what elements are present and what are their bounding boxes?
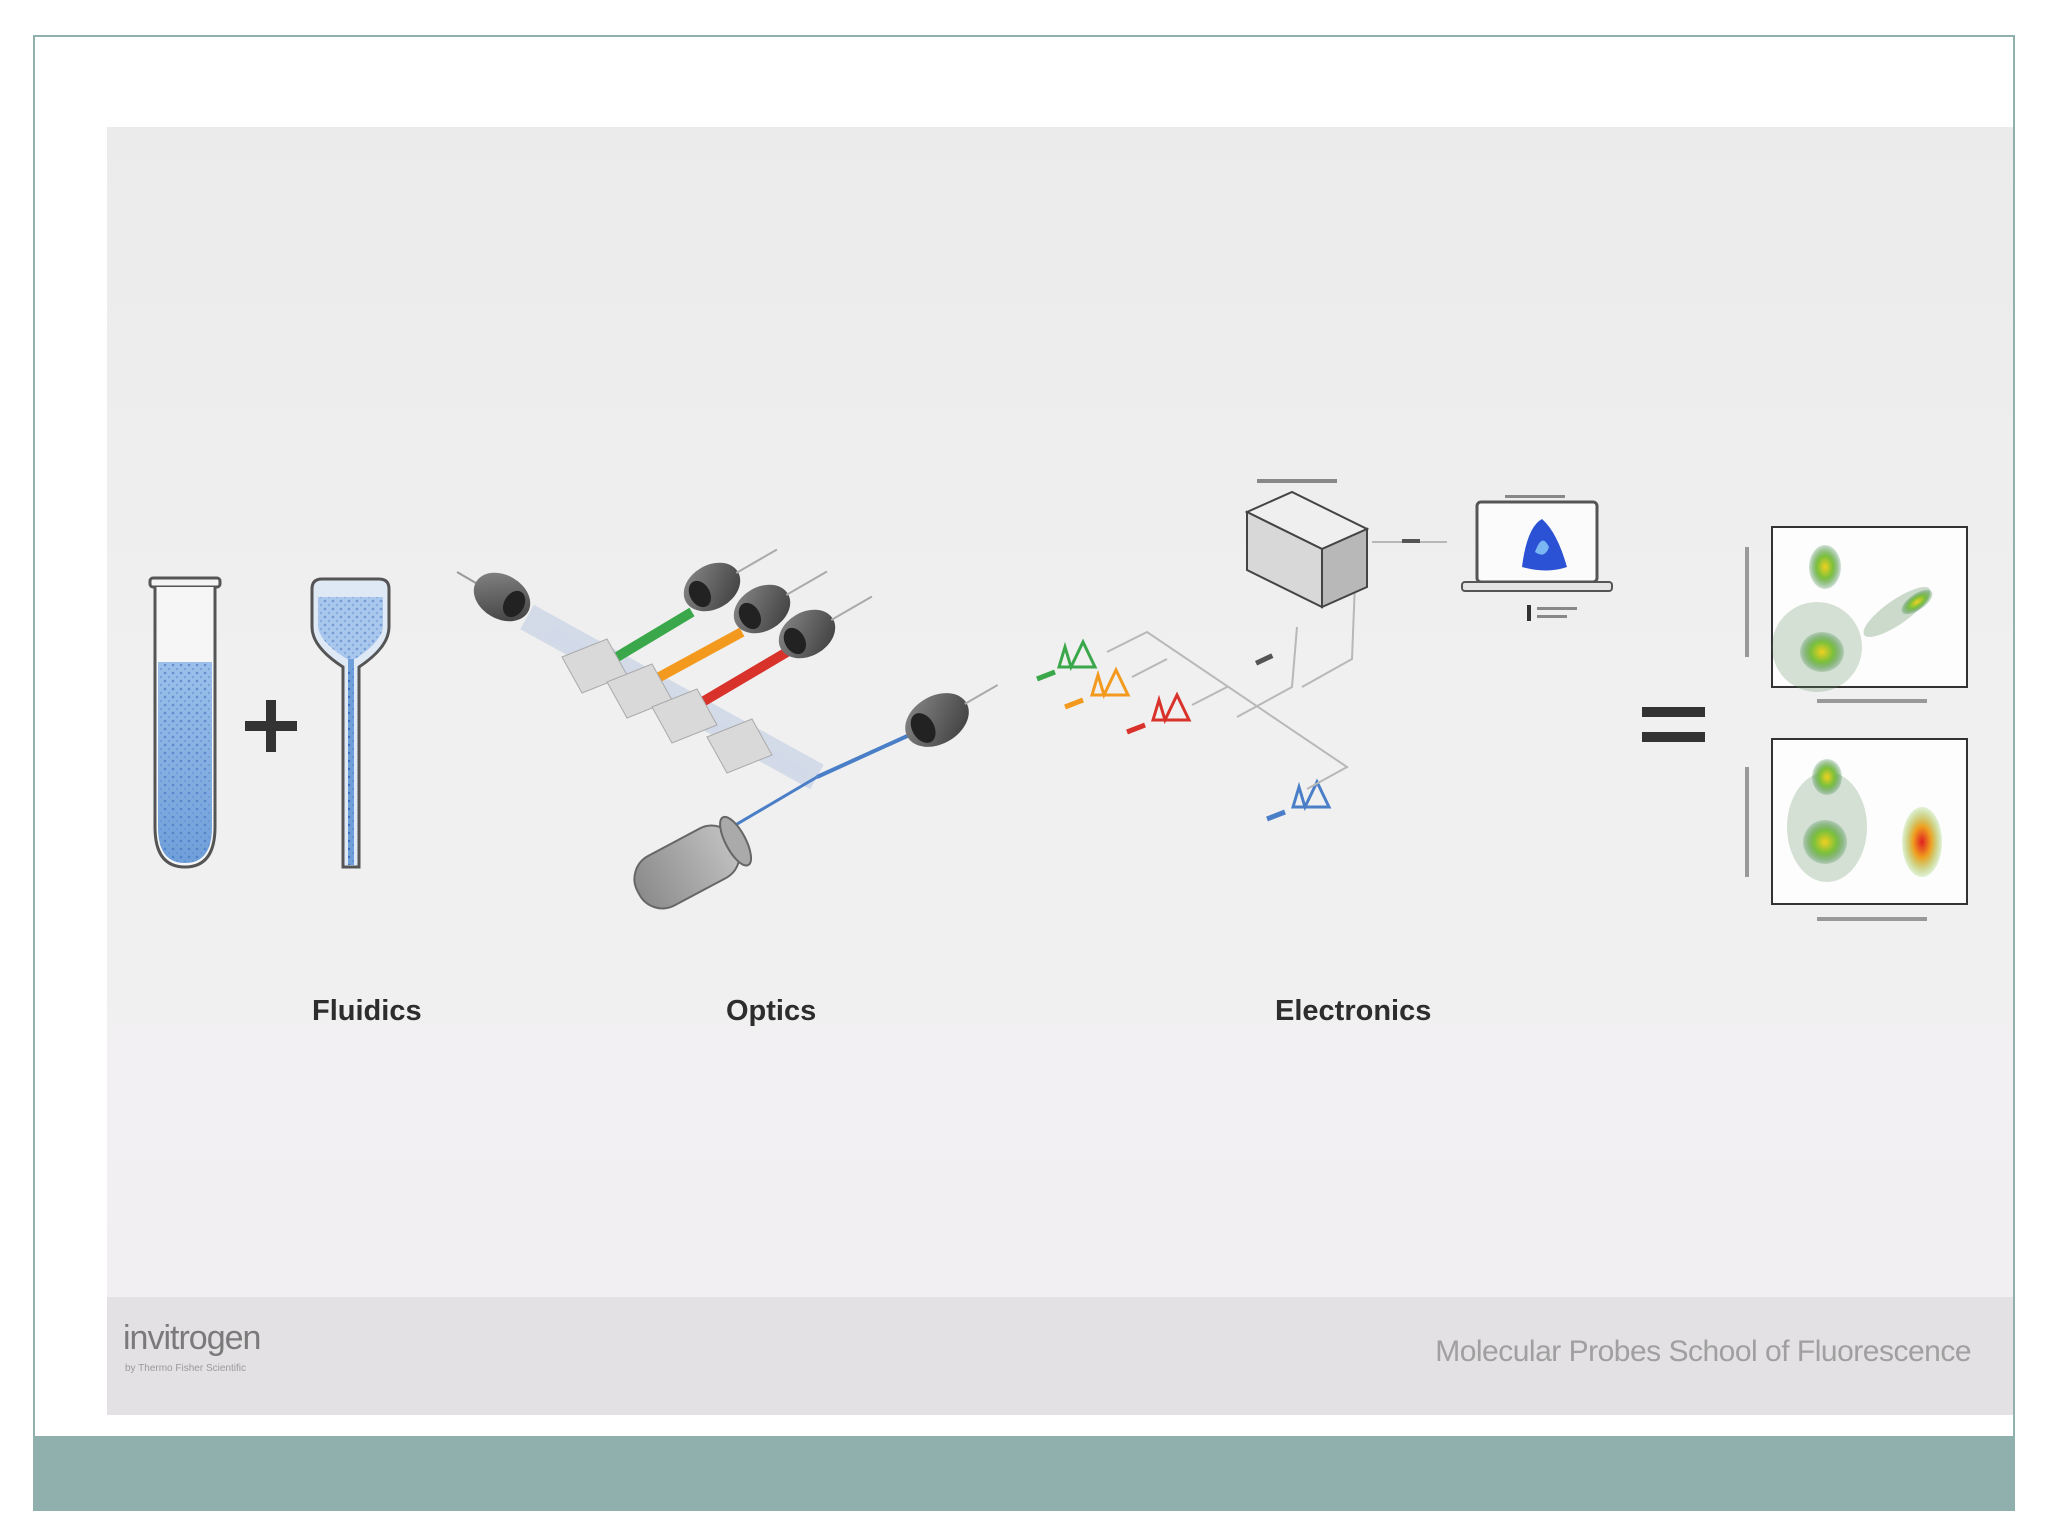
laptop-icon [1402,495,1613,621]
optics-label: Optics [726,995,817,1027]
signal-processor-icon [1244,479,1370,666]
slide: Fluidics Optics Electronics invitrogen b… [107,127,2013,1415]
circuit-lines [1106,541,1447,790]
flow-cell-icon [310,577,391,869]
bottom-band [33,1436,2015,1511]
slide-frame: Fluidics Optics Electronics invitrogen b… [33,35,2015,1511]
signal-pulses [1036,638,1332,822]
laser-icon [633,815,753,910]
test-tube-icon [148,576,222,869]
equals-icon [1642,707,1705,742]
detector-icons [473,548,999,747]
scatter-plot-top [1745,526,1968,703]
school-title: Molecular Probes School of Fluorescence [1435,1335,1971,1368]
invitrogen-logo: invitrogen [123,1319,261,1357]
slide-footer: invitrogen by Thermo Fisher Scientific M… [107,1297,2013,1415]
plus-icon [245,700,297,752]
electronics-label: Electronics [1275,995,1432,1027]
invitrogen-tagline: by Thermo Fisher Scientific [125,1363,246,1374]
scatter-plot-bottom [1745,738,1968,921]
flow-cytometry-diagram [148,479,1968,921]
dichroic-mirror-icons [561,638,773,774]
fluidics-label: Fluidics [312,995,422,1027]
